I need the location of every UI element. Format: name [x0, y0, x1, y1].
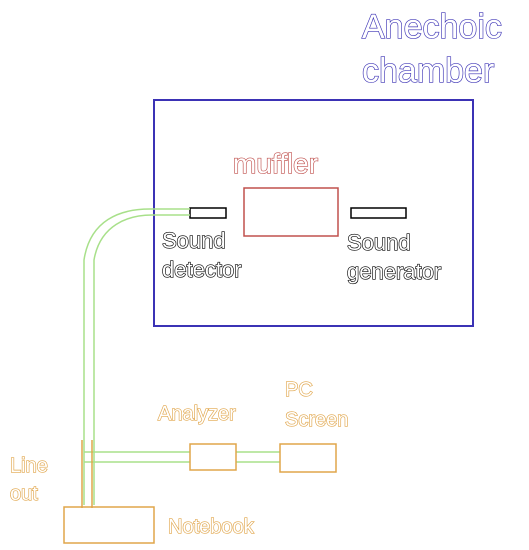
sound-detector-label-line-2: detector	[162, 257, 242, 282]
sound-detector-label-line-1: Sound	[162, 228, 226, 253]
sound-generator-label-line-1: Sound	[347, 230, 411, 255]
pc-screen-box	[279, 443, 337, 473]
analyzer-label: Analyzer	[158, 403, 236, 425]
notebook-box	[63, 506, 155, 544]
notebook-label: Notebook	[168, 516, 255, 538]
anechoic-chamber-box	[153, 99, 474, 327]
sound-generator-label-line-2: generator	[347, 259, 441, 284]
line-out-label-line-2: out	[10, 483, 38, 505]
sound-detector-box	[189, 207, 227, 219]
detector-cable-outer	[83, 208, 190, 505]
pc-screen-label-line-1: PC	[285, 379, 313, 401]
pc-screen-label-line-2: Screen	[285, 409, 348, 431]
line-out-label-line-1: Line	[10, 455, 48, 477]
sound-generator-box	[350, 207, 407, 219]
muffler-label: muffler	[233, 148, 318, 179]
analyzer-box	[189, 443, 237, 471]
detector-cable-inner	[93, 214, 190, 505]
muffler-box	[243, 187, 339, 237]
chamber-title-line-1: Anechoic	[362, 8, 502, 46]
chamber-title-line-2: chamber	[362, 52, 494, 90]
